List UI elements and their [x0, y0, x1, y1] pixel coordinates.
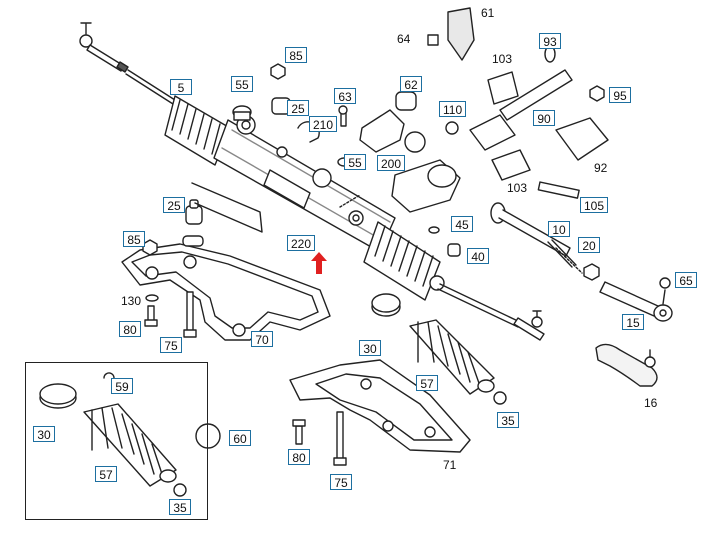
upper-mounts: [232, 63, 291, 121]
callout-210[interactable]: 210: [309, 116, 338, 132]
label-103: 103: [507, 181, 528, 195]
mounting-frame: [121, 235, 331, 341]
inset-parts: [39, 372, 221, 497]
callout-5[interactable]: 5: [170, 79, 192, 95]
inner-tie-rod: [490, 202, 583, 274]
callout-200[interactable]: 200: [377, 155, 406, 171]
outer-tie-rod-end: [599, 277, 673, 322]
callout-60[interactable]: 60: [229, 430, 251, 446]
callout-75[interactable]: 75: [160, 337, 182, 353]
pinion-housing: [391, 131, 461, 213]
callout-63[interactable]: 63: [334, 88, 356, 104]
callout-25[interactable]: 25: [163, 197, 185, 213]
callout-85[interactable]: 85: [123, 231, 145, 247]
callout-25[interactable]: 25: [287, 100, 309, 116]
callout-220[interactable]: 220: [287, 235, 316, 251]
right-rack-rod: [437, 283, 545, 341]
callout-59[interactable]: 59: [111, 378, 133, 394]
callout-70[interactable]: 70: [251, 331, 273, 347]
callout-45[interactable]: 45: [451, 216, 473, 232]
callout-30[interactable]: 30: [33, 426, 55, 442]
callout-35[interactable]: 35: [497, 412, 519, 428]
mid-boot-set: [371, 293, 507, 405]
highlight-arrow: [311, 252, 327, 274]
callout-57[interactable]: 57: [95, 466, 117, 482]
boot-kit-inset: [25, 362, 208, 520]
callout-80[interactable]: 80: [119, 321, 141, 337]
label-64: 64: [397, 32, 411, 46]
label-16: 16: [644, 396, 658, 410]
right-boot: [363, 221, 445, 301]
label-71: 71: [443, 458, 457, 472]
callout-15[interactable]: 15: [622, 314, 644, 330]
callout-62[interactable]: 62: [400, 76, 422, 92]
steering-knuckle-bracket: [595, 343, 658, 387]
label-130: 130: [121, 294, 142, 308]
callout-75[interactable]: 75: [330, 474, 352, 490]
callout-95[interactable]: 95: [609, 87, 631, 103]
rubber-mount-left: [185, 182, 263, 233]
callout-110[interactable]: 110: [439, 101, 467, 117]
callout-35[interactable]: 35: [169, 499, 191, 515]
label-61: 61: [481, 6, 495, 20]
callout-90[interactable]: 90: [533, 110, 555, 126]
subframe: [289, 359, 471, 453]
label-103: 103: [492, 52, 513, 66]
callout-105[interactable]: 105: [580, 197, 609, 213]
callout-40[interactable]: 40: [467, 248, 489, 264]
bottom-fasteners: [292, 411, 347, 466]
callout-55[interactable]: 55: [231, 76, 253, 92]
lock-nut: [583, 263, 600, 281]
callout-57[interactable]: 57: [416, 375, 438, 391]
label-92: 92: [594, 161, 608, 175]
control-valve: [359, 91, 417, 153]
left-fasteners: [142, 239, 197, 338]
left-boot: [164, 95, 231, 166]
callout-30[interactable]: 30: [359, 340, 381, 356]
callout-55[interactable]: 55: [344, 154, 366, 170]
callout-80[interactable]: 80: [288, 449, 310, 465]
left-tie-rod: [79, 22, 176, 105]
callout-10[interactable]: 10: [548, 221, 570, 237]
callout-93[interactable]: 93: [539, 33, 561, 49]
right-small-parts: [428, 226, 461, 257]
callout-85[interactable]: 85: [285, 47, 307, 63]
callout-65[interactable]: 65: [675, 272, 697, 288]
steering-shaft-parts: [427, 7, 609, 199]
callout-20[interactable]: 20: [578, 237, 600, 253]
